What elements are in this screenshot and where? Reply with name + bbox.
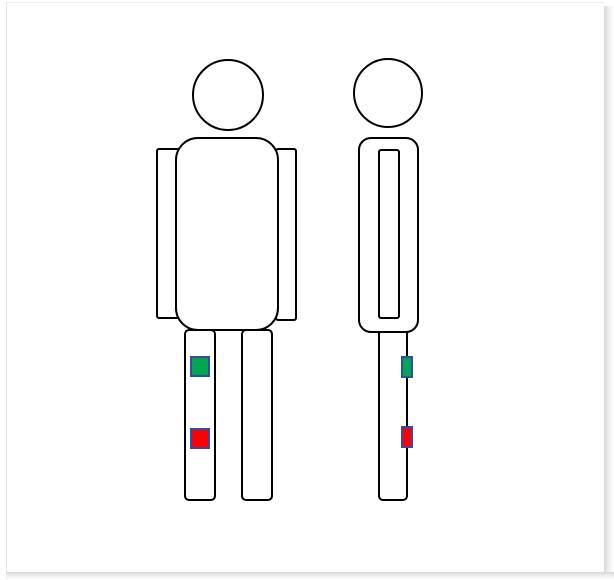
side-leg <box>379 328 407 500</box>
side-upper-leg-marker <box>402 357 412 377</box>
front-upper-leg-marker <box>191 357 209 376</box>
front-head <box>193 60 263 130</box>
side-head <box>354 59 422 127</box>
front-lower-leg-marker <box>191 429 209 448</box>
side-lower-leg-marker <box>402 427 412 447</box>
front-right-leg <box>242 330 272 500</box>
front-view-figure <box>157 60 296 500</box>
side-arm <box>379 150 399 318</box>
front-torso <box>176 138 278 330</box>
front-left-leg <box>185 330 215 500</box>
